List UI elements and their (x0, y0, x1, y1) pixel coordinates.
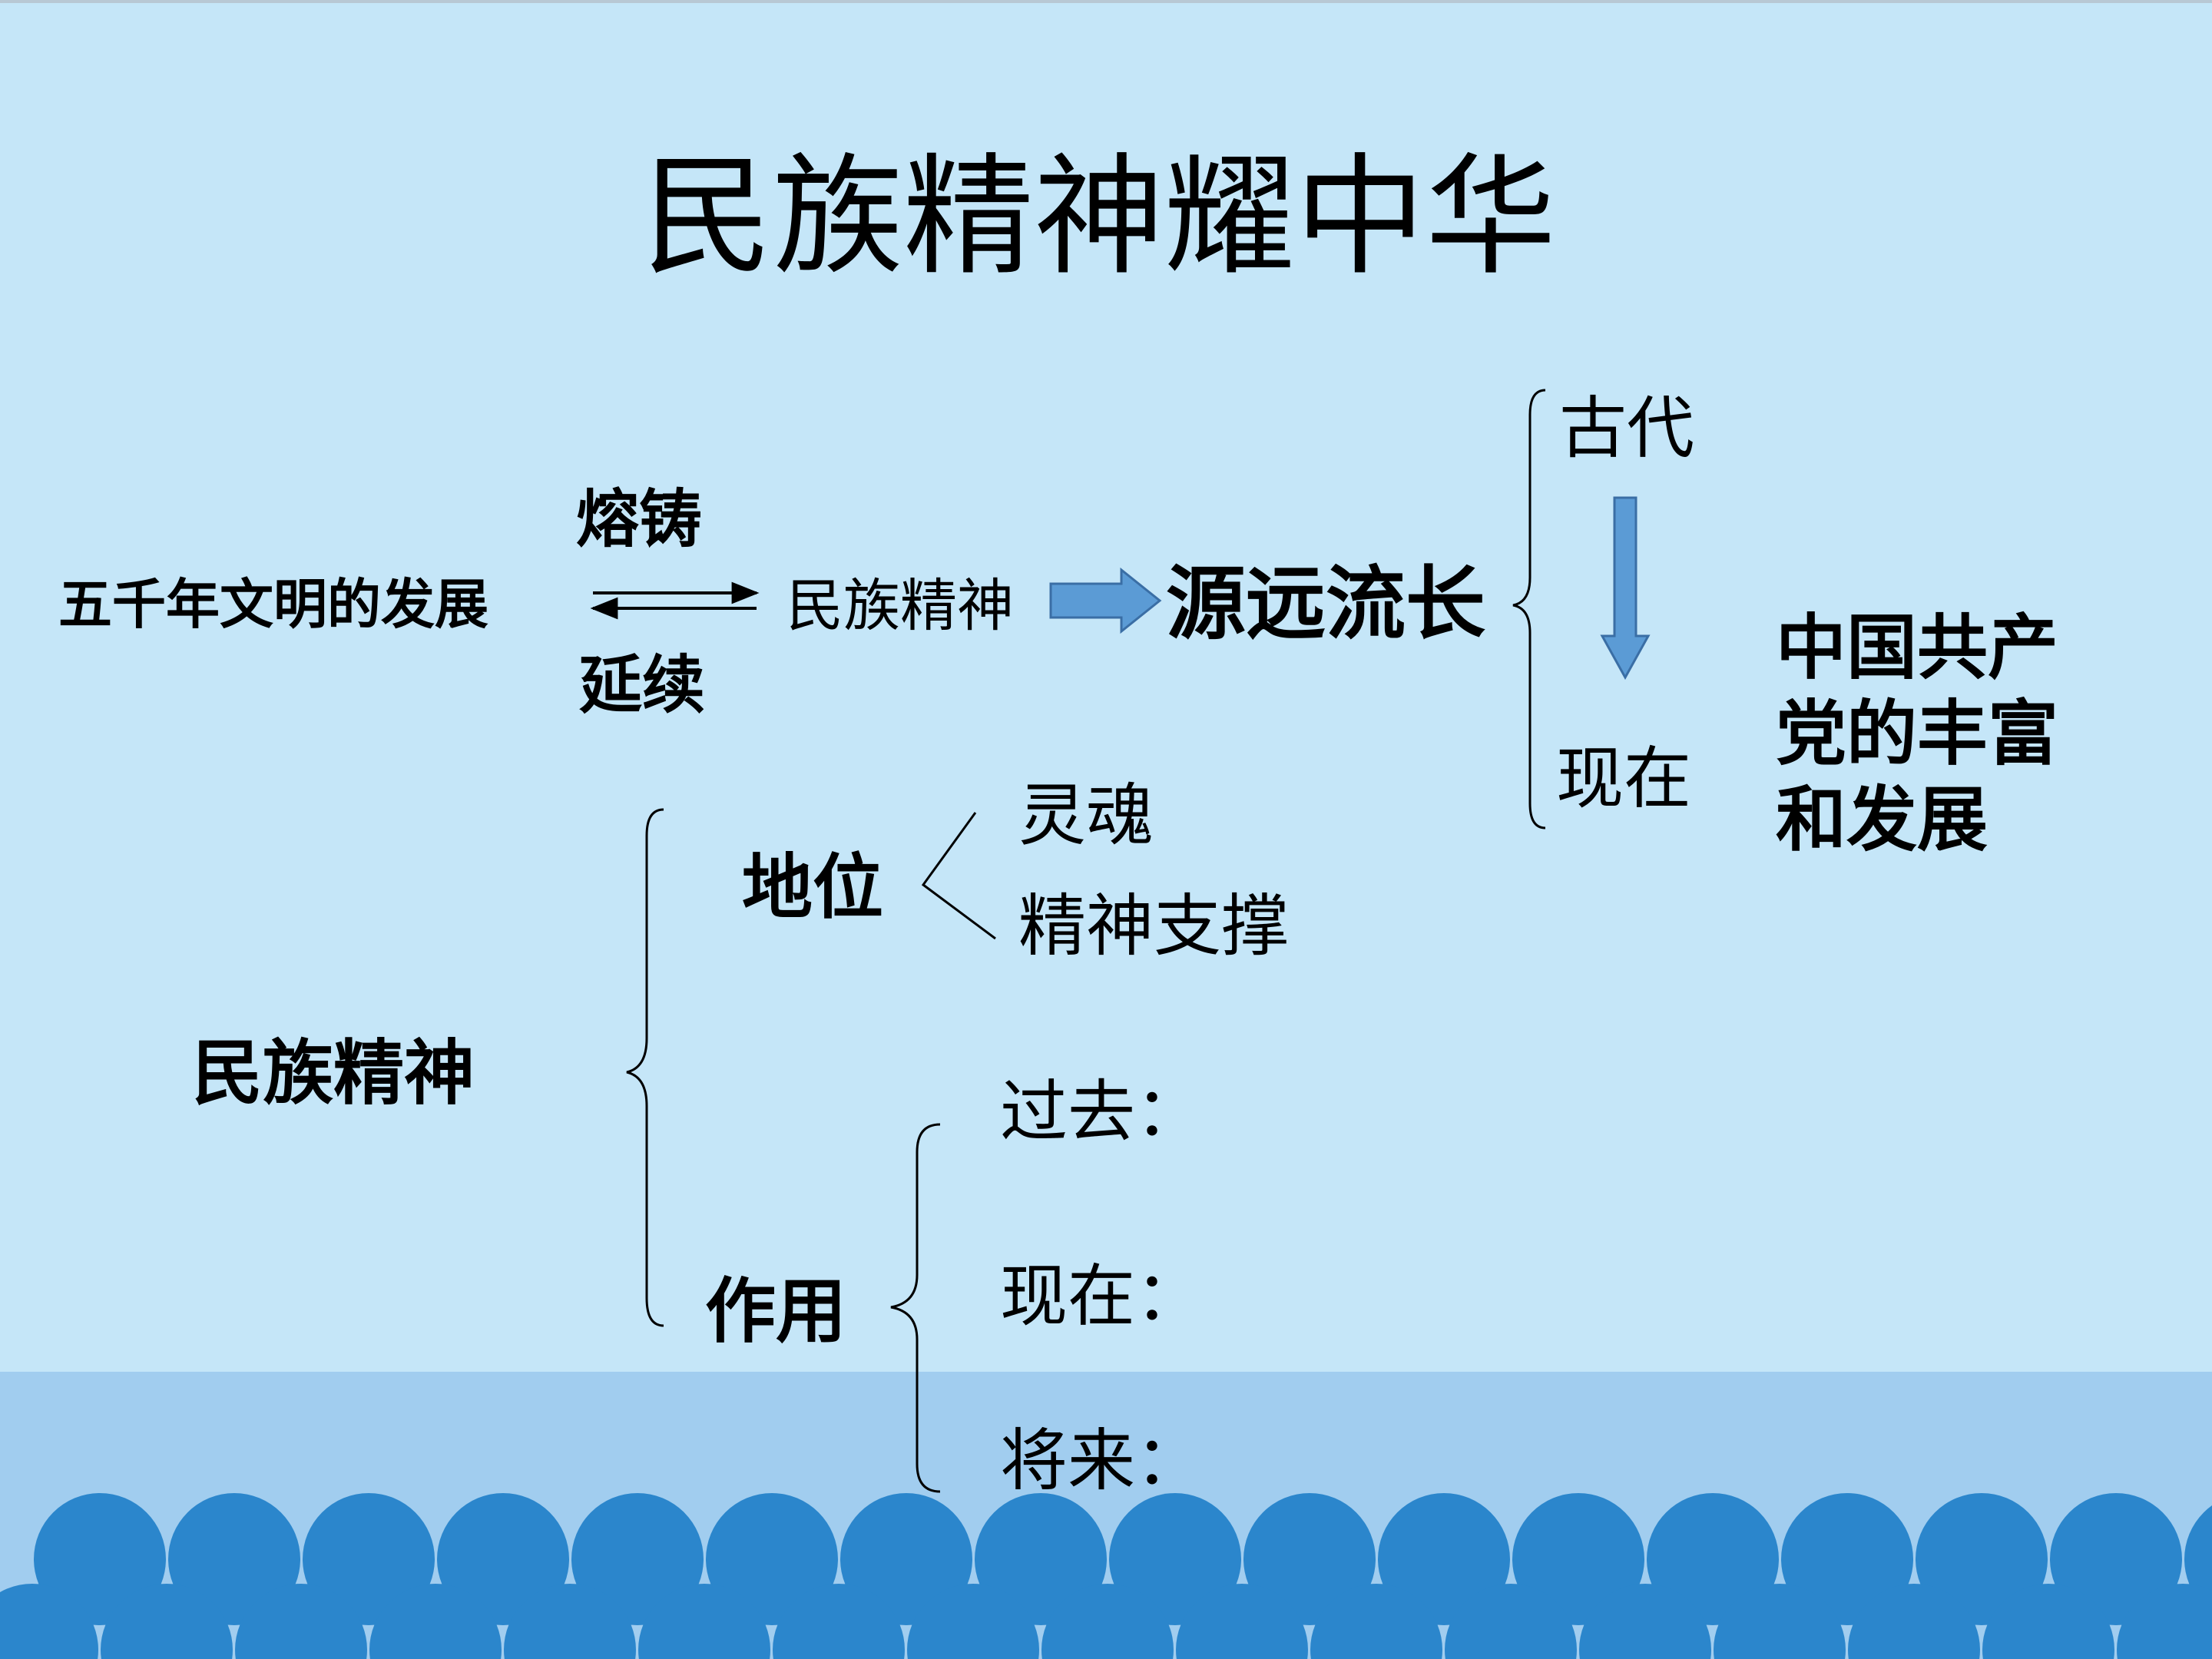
wave-bump (840, 1493, 972, 1625)
wave-bump (773, 1584, 905, 1659)
party-line-2: 党的丰富 (1776, 693, 2059, 775)
tree-root: 民族精神 (192, 1032, 475, 1114)
wave-bump (1714, 1584, 1846, 1659)
wave-bump (1243, 1493, 1376, 1625)
wave-bump (303, 1493, 435, 1625)
wave-bump (1041, 1584, 1174, 1659)
brace-role (890, 1123, 941, 1493)
wave-bump (437, 1493, 569, 1625)
wave-bump (1378, 1493, 1510, 1625)
party-line-3: 和发展 (1776, 779, 1988, 861)
role-item-past: 过去： (1000, 1072, 1204, 1151)
role-label: 作用 (705, 1270, 847, 1353)
wave-bump (1176, 1584, 1308, 1659)
wave-bump (975, 1493, 1107, 1625)
wave-bump (706, 1493, 838, 1625)
present-label: 现在 (1556, 739, 1692, 818)
source-text: 五千年文明的发展 (58, 573, 488, 636)
wave-bump (504, 1584, 636, 1659)
brace-root (626, 808, 664, 1327)
slide-title: 民族精神耀中华 (642, 141, 1557, 293)
result-text: 源远流长 (1166, 557, 1486, 651)
status-connector (921, 812, 996, 940)
wave-bump (369, 1584, 502, 1659)
block-arrow-right (1049, 567, 1162, 634)
brace-timeline (1512, 389, 1546, 830)
wave-bump (1310, 1584, 1442, 1659)
wave-bump (1579, 1584, 1711, 1659)
role-item-present: 现在： (1000, 1257, 1204, 1336)
wave-bump (168, 1493, 300, 1625)
status-item-support: 精神支撑 (1018, 886, 1290, 965)
wave-bump (907, 1584, 1039, 1659)
wave-bump (0, 1584, 98, 1659)
wave-bump (1445, 1584, 1577, 1659)
wave-bump (1916, 1493, 2048, 1625)
wave-bump (638, 1584, 770, 1659)
party-line-1: 中国共产 (1776, 607, 2059, 689)
wave-bump (1647, 1493, 1779, 1625)
wave-bump (1781, 1493, 1913, 1625)
wave-bump (571, 1493, 704, 1625)
role-item-future: 将来： (1000, 1421, 1204, 1500)
wave-bump (1848, 1584, 1980, 1659)
status-item-soul: 灵魂 (1018, 776, 1154, 855)
wave-bump (2117, 1584, 2212, 1659)
forge-label: 熔铸 (576, 483, 703, 556)
ancient-label: 古代 (1559, 389, 1695, 468)
status-label: 地位 (742, 846, 884, 929)
top-border (0, 0, 2212, 3)
wave-bump (34, 1493, 166, 1625)
wave-bump (1512, 1493, 1644, 1625)
wave-bump (101, 1584, 233, 1659)
wave-bump (235, 1584, 367, 1659)
wave-bump (1109, 1493, 1241, 1625)
spirit-text: 民族精神 (786, 573, 1014, 639)
wave-bump (2050, 1493, 2182, 1625)
down-arrow (1600, 496, 1651, 680)
continue-label: 延续 (579, 649, 706, 722)
wave-bump (1982, 1584, 2114, 1659)
